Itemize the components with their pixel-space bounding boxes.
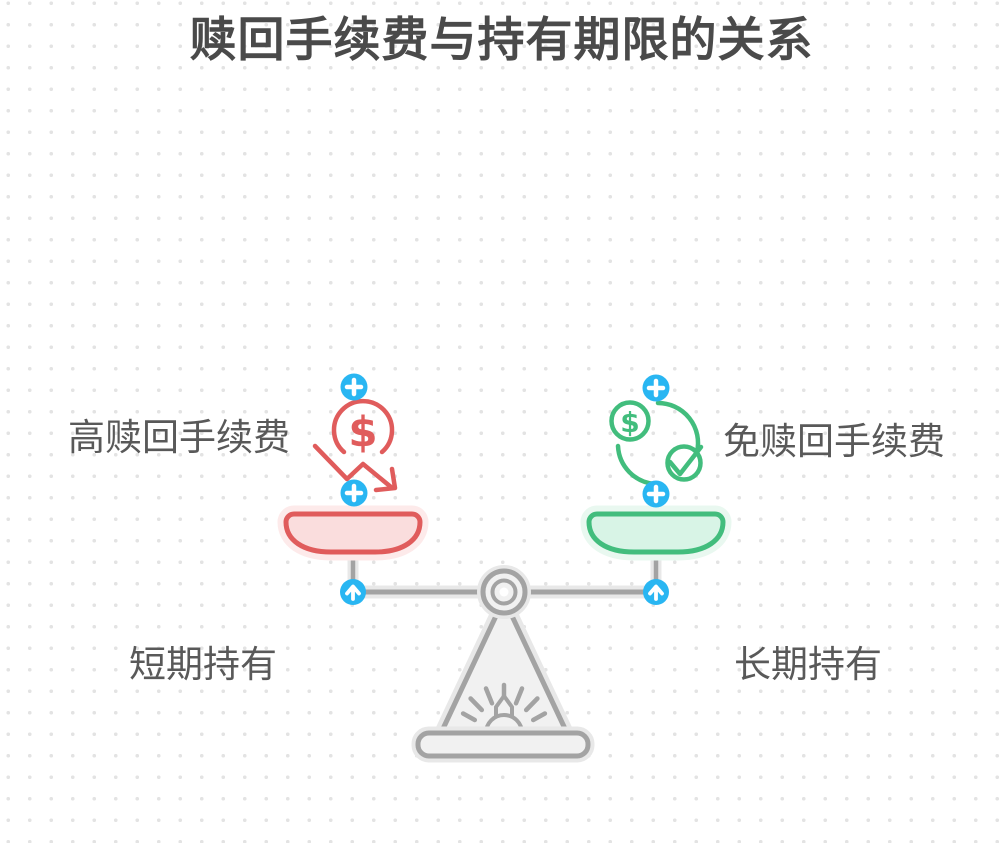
left-pan: [286, 514, 420, 552]
right-pan: [589, 514, 723, 552]
plus-badge-icon: [642, 374, 670, 402]
right-holding-label: 长期持有: [734, 644, 882, 685]
dollar-symbol: $: [348, 408, 377, 457]
plus-badge-icon: [642, 480, 670, 508]
scale-base: [411, 726, 595, 763]
scale-stand: [411, 565, 595, 763]
up-arrow-badge-icon: [643, 579, 669, 605]
dollar-decrease-icon: $: [312, 398, 398, 493]
plus-badge-icon: [340, 373, 368, 401]
dollar-symbol: $: [620, 406, 639, 439]
right-fee-label: 免赎回手续费: [723, 421, 945, 462]
up-arrow-badge-icon: [340, 579, 366, 605]
dollar-check-icon: $: [609, 400, 704, 487]
plus-badge-icon: [340, 479, 368, 507]
left-fee-label: 高赎回手续费: [68, 417, 290, 458]
scale-pivot: [477, 565, 531, 619]
left-holding-label: 短期持有: [129, 644, 277, 685]
page-title: 赎回手续费与持有期限的关系: [189, 13, 814, 66]
